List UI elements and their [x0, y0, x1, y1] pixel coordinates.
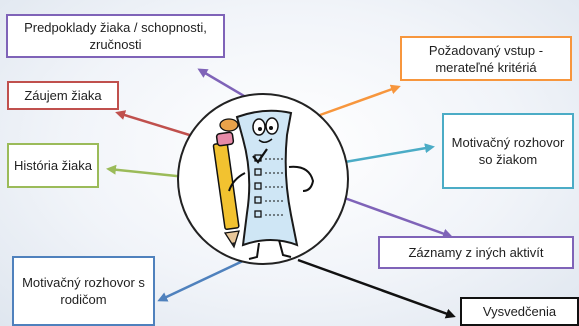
box-pozadovany-vstup: Požadovaný vstup - merateľné kritériá: [400, 36, 572, 81]
arrow-to-zaujem: [118, 113, 196, 137]
central-circle: [177, 93, 349, 265]
arrow-to-motivacny-rodic: [160, 260, 245, 300]
arrow-to-pozadovany: [320, 87, 398, 115]
arrow-to-motivacny-ziak: [339, 147, 432, 163]
box-historia-ziaka: História žiaka: [7, 143, 99, 188]
box-vysvedcenia: Vysvedčenia: [460, 297, 579, 326]
box-zaujem-ziaka: Záujem žiaka: [7, 81, 119, 110]
box-predpoklady: Predpoklady žiaka / schopnosti, zručnost…: [6, 14, 225, 58]
checklist-character-with-pencil-icon: [179, 95, 349, 265]
box-motivacny-rozhovor-rodic: Motivačný rozhovor s rodičom: [12, 256, 155, 326]
arrow-to-zaznamy: [339, 196, 450, 236]
box-motivacny-rozhovor-ziak: Motivačný rozhovor so žiakom: [442, 113, 574, 189]
box-zaznamy: Záznamy z iných aktivít: [378, 236, 574, 269]
